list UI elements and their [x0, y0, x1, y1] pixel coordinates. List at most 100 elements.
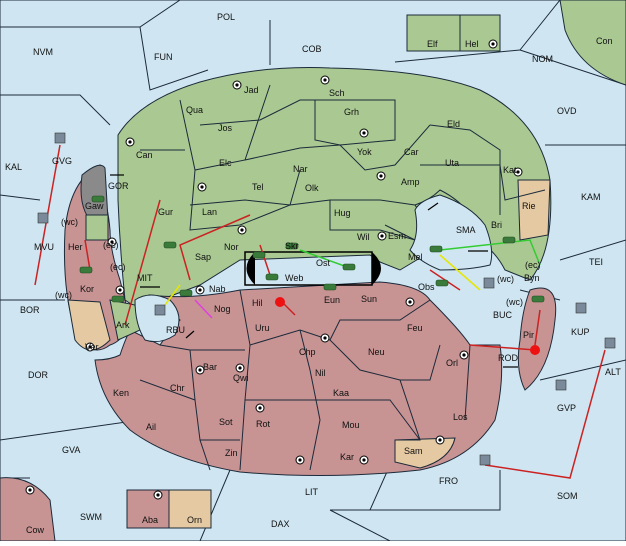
warship-icon[interactable]	[154, 304, 166, 316]
province-borders	[139, 84, 546, 471]
battles	[275, 297, 540, 355]
double-arrow-icon	[185, 330, 195, 339]
tank-icon[interactable]	[531, 295, 545, 303]
province-label: Eun	[324, 295, 340, 305]
warship-icon[interactable]	[604, 337, 616, 349]
supply-center-icon	[195, 285, 205, 295]
coast-labels: (wc)(ec)(ec)(wc)(wc)(ec)(wc)	[55, 217, 541, 307]
province-label: Jad	[244, 85, 259, 95]
province-label: Hil	[252, 298, 263, 308]
province-label: Sam	[404, 446, 423, 456]
tank-icon[interactable]	[285, 242, 299, 250]
province-label: Bar	[203, 362, 217, 372]
province-label: POL	[217, 12, 235, 22]
supply-center-icon	[235, 363, 245, 373]
province-label: Eld	[447, 119, 460, 129]
province-label: Nab	[209, 284, 226, 294]
inner-sea-rbu[interactable]	[134, 294, 180, 343]
supply-center-icon	[115, 285, 125, 295]
province-label: Elc	[219, 158, 232, 168]
tank-icon[interactable]	[502, 236, 516, 244]
province-orn[interactable]	[168, 489, 212, 529]
province-label: SMA	[456, 225, 476, 235]
tank-icon[interactable]	[342, 263, 356, 271]
province-label: Mel	[408, 252, 423, 262]
province-label: Yok	[357, 147, 372, 157]
province-label: Wil	[357, 232, 370, 242]
province-label: (ec)	[103, 240, 119, 250]
province-label: Her	[68, 242, 83, 252]
province-label: RBU	[166, 325, 185, 335]
tank-icon[interactable]	[91, 195, 105, 203]
supply-center-icon	[488, 39, 498, 49]
continent-brown-region[interactable]	[94, 281, 503, 477]
orders-green	[299, 239, 541, 269]
tank-icon[interactable]	[179, 289, 193, 297]
province-label: Kat	[503, 165, 517, 175]
warship-icon[interactable]	[483, 277, 495, 289]
province-label: KAL	[5, 162, 22, 172]
supply-center-icon	[195, 365, 205, 375]
province-label: MIT	[137, 273, 153, 283]
tank-icon[interactable]	[323, 283, 337, 291]
warship-icon[interactable]	[575, 302, 587, 314]
armies	[79, 195, 545, 303]
province-label: GVA	[62, 445, 80, 455]
province-label: Nar	[293, 164, 308, 174]
province-label: Neu	[368, 347, 385, 357]
supply-center-icon	[232, 80, 242, 90]
province-label: Cow	[26, 525, 45, 535]
province-label: (wc)	[55, 290, 72, 300]
province-label: Zin	[225, 448, 238, 458]
supply-center-icon	[320, 75, 330, 85]
province-label: Grh	[344, 107, 359, 117]
province-label: Bri	[491, 220, 502, 230]
supply-center-icon	[405, 297, 415, 307]
province-label: KUP	[571, 327, 590, 337]
tank-icon[interactable]	[79, 266, 93, 274]
tank-icon[interactable]	[163, 241, 177, 249]
province-label: GVP	[557, 403, 576, 413]
province-label: Ken	[113, 388, 129, 398]
supply-center-icon	[153, 490, 163, 500]
province-elf[interactable]	[406, 14, 461, 52]
province-label: (wc)	[61, 217, 78, 227]
province-gaw[interactable]	[85, 214, 109, 241]
province-label: Nog	[214, 304, 231, 314]
supply-center-icon	[125, 137, 135, 147]
supply-center-icon	[237, 225, 247, 235]
tank-icon[interactable]	[252, 251, 266, 259]
province-cow[interactable]	[0, 477, 56, 542]
province-sam[interactable]	[394, 437, 456, 469]
province-label: FUN	[154, 52, 173, 62]
supply-center-icon	[359, 128, 369, 138]
warship-icon[interactable]	[555, 379, 567, 391]
explosion-icon	[275, 297, 285, 307]
province-label: Can	[136, 150, 153, 160]
province-label: Amp	[401, 177, 420, 187]
tank-icon[interactable]	[111, 295, 125, 303]
supply-center-icon	[197, 182, 207, 192]
province-label: Gaw	[85, 201, 104, 211]
province-label: Ark	[116, 320, 130, 330]
warship-icon[interactable]	[54, 132, 66, 144]
tank-icon[interactable]	[265, 273, 279, 281]
province-label: Orn	[187, 515, 202, 525]
orders-yellow	[164, 254, 481, 306]
supply-center-icon	[295, 455, 305, 465]
warship-icon[interactable]	[479, 454, 491, 466]
province-label: Skr	[285, 241, 299, 251]
east-coast-strip[interactable]	[517, 287, 557, 391]
province-label: Rot	[256, 419, 271, 429]
supply-center-icon	[377, 231, 387, 241]
tank-icon[interactable]	[429, 245, 443, 253]
warship-icon[interactable]	[37, 212, 49, 224]
province-label: Sun	[361, 294, 377, 304]
province-label: Elf	[427, 39, 438, 49]
province-label: (wc)	[506, 297, 523, 307]
tank-icon[interactable]	[435, 279, 449, 287]
